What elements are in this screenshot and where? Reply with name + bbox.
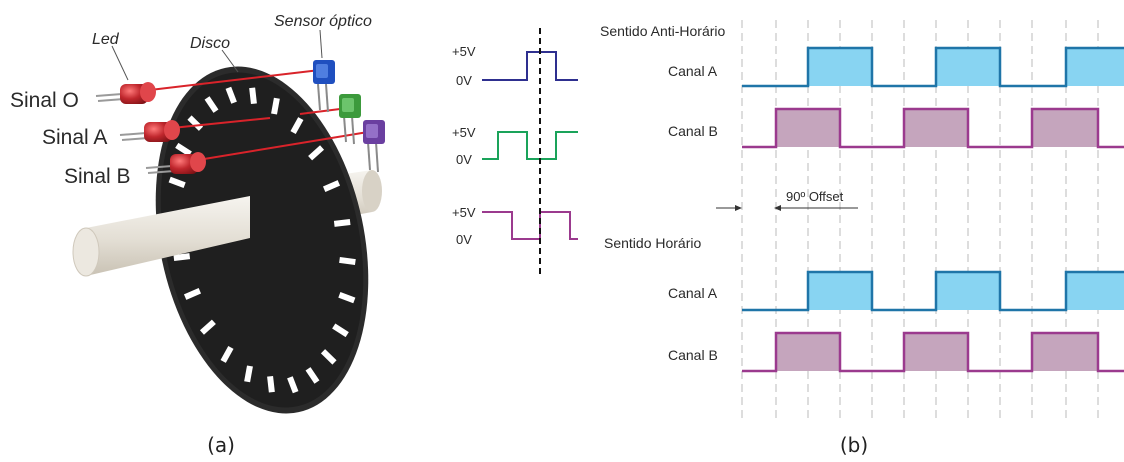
disk-slot xyxy=(339,256,356,266)
cw-channel-b-pulse-fill xyxy=(904,333,968,371)
disk-slot xyxy=(267,375,275,393)
offset-label: 90º Offset xyxy=(786,189,844,204)
sig2-low-label: 0V xyxy=(456,152,472,167)
disk-slot xyxy=(322,180,341,192)
ccw-channel-b-pulse-fill xyxy=(904,109,968,147)
encoder-disk xyxy=(155,66,369,414)
signal-1-waveform xyxy=(482,51,578,81)
led-b xyxy=(145,152,206,174)
section-ccw-title: Sentido Anti-Horário xyxy=(600,23,726,39)
disk-slot xyxy=(244,365,253,383)
signal-b-label: Sinal B xyxy=(64,165,131,188)
panel-a-encoder-illustration: Led Disco Sensor óptico Sinal O Sinal A … xyxy=(10,13,385,414)
ccw-channel-b-waveform xyxy=(742,107,1124,149)
ccw-channel-a-label: Canal A xyxy=(668,63,718,79)
cw-channel-a-pulse-fill xyxy=(1066,272,1124,310)
cw-channel-a-label: Canal A xyxy=(668,285,718,301)
ccw-channel-a-pulse-fill xyxy=(936,48,1000,86)
cw-channel-b-waveform xyxy=(742,331,1124,373)
disk-slot xyxy=(308,145,325,161)
cw-channel-b-pulse-fill xyxy=(776,333,840,371)
disk-slot xyxy=(271,97,280,115)
disk-slot xyxy=(249,87,257,105)
ccw-channel-b-label: Canal B xyxy=(668,123,718,139)
disk-label: Disco xyxy=(190,35,230,52)
sig1-high-label: +5V xyxy=(452,44,476,59)
disk-slot xyxy=(333,219,351,227)
quadrature-waveforms xyxy=(742,46,1124,373)
disk-slot xyxy=(220,345,234,363)
panel-b-quadrature-diagram: Sentido Anti-Horário Sentido Horário Can… xyxy=(600,20,1124,420)
ccw-channel-a-pulse-fill xyxy=(1066,48,1124,86)
disk-slot xyxy=(320,349,337,365)
ccw-channel-b-pulse-fill xyxy=(776,109,840,147)
sig3-low-label: 0V xyxy=(456,232,472,247)
disk-slot xyxy=(305,367,320,384)
ccw-channel-a-pulse-fill xyxy=(808,48,872,86)
disk-slot xyxy=(290,117,304,135)
disk-slot xyxy=(338,291,356,304)
cw-channel-b-label: Canal B xyxy=(668,347,718,363)
disk-slot xyxy=(225,86,237,104)
offset-annotation: 90º Offset xyxy=(716,189,858,211)
cw-channel-b-pulse-fill xyxy=(1032,333,1098,371)
sensor-label: Sensor óptico xyxy=(274,13,372,30)
signal-3-waveform xyxy=(482,211,578,240)
ccw-channel-a-waveform xyxy=(742,46,1124,88)
middle-signal-diagram: +5V 0V +5V 0V +5V 0V xyxy=(452,28,578,276)
disk-slot xyxy=(332,323,349,338)
led-a xyxy=(119,120,180,142)
label-pointers xyxy=(111,29,323,81)
cw-channel-a-pulse-fill xyxy=(808,272,872,310)
sig3-high-label: +5V xyxy=(452,205,476,220)
disk-slot xyxy=(183,288,202,300)
section-cw-title: Sentido Horário xyxy=(604,235,701,251)
cw-channel-a-waveform xyxy=(742,270,1124,312)
sensor-z xyxy=(339,94,361,145)
disk-slot xyxy=(287,376,299,394)
disk-slot xyxy=(204,96,219,113)
cw-channel-a-pulse-fill xyxy=(936,272,1000,310)
signal-a-label: Sinal A xyxy=(42,126,107,149)
ccw-channel-b-pulse-fill xyxy=(1032,109,1098,147)
signal-2-waveform xyxy=(482,131,578,160)
signal-o-label: Sinal O xyxy=(10,89,79,112)
sensor-o xyxy=(313,60,335,113)
disk-slot xyxy=(173,253,191,261)
sig1-low-label: 0V xyxy=(456,73,472,88)
caption-b: (b) xyxy=(840,433,868,457)
led-label: Led xyxy=(92,31,120,48)
led-o xyxy=(95,82,156,104)
disk-slot xyxy=(199,319,216,335)
sig2-high-label: +5V xyxy=(452,125,476,140)
shaft-front xyxy=(72,196,250,277)
caption-a: (a) xyxy=(207,433,235,457)
disk-slot xyxy=(175,142,192,157)
sensor-b xyxy=(363,120,385,173)
disk-slot xyxy=(168,176,186,189)
disk-slot xyxy=(187,115,204,131)
